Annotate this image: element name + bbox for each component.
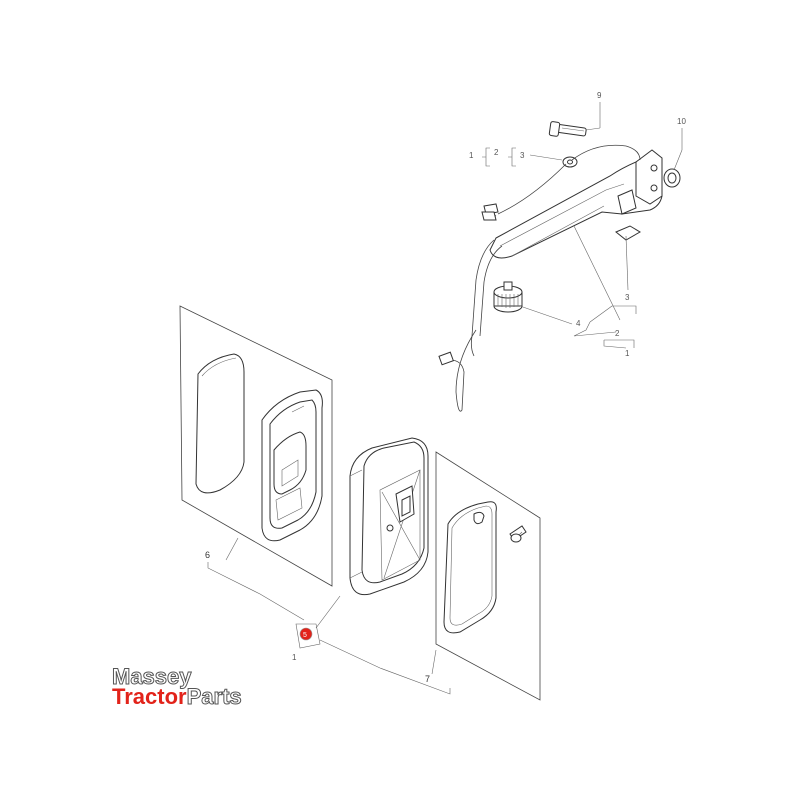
mirror-glass-panel — [179, 305, 333, 587]
logo-line-massey: Massey — [112, 664, 193, 689]
callout-right-4: 4 — [576, 319, 581, 328]
callout-top-2: 2 — [494, 148, 499, 157]
callout-top-3: 3 — [520, 151, 525, 160]
callout-6: 6 — [205, 550, 210, 560]
callout-right-1: 1 — [625, 349, 630, 358]
back-cover-part — [443, 501, 497, 634]
bolt-part — [548, 121, 587, 137]
callout-5-sub: 1 — [292, 653, 297, 662]
massey-tractor-parts-logo: Massey TractorParts — [112, 664, 243, 709]
logo-word-parts: Parts — [186, 684, 242, 709]
callout-group-bottom: 6 5 1 7 — [205, 537, 451, 695]
callout-5-highlight — [299, 627, 313, 641]
callout-group-right: 3 4 2 1 — [519, 225, 637, 358]
callout-top-1: 1 — [469, 151, 474, 160]
mirror-back-cover-panel — [435, 451, 541, 701]
mirror-housing-part — [349, 437, 429, 596]
callout-right-2: 2 — [615, 329, 620, 338]
callout-group-top: 9 10 1 2 3 — [469, 91, 686, 171]
logo-line-tractorparts: TractorParts — [112, 684, 242, 709]
mirror-glass-part — [195, 353, 245, 494]
callout-10: 10 — [677, 117, 686, 126]
logo-word-tractor: Tractor — [112, 684, 187, 709]
screw-part — [509, 525, 527, 543]
adjuster-knob-part — [493, 281, 523, 313]
callout-5: 5 — [303, 632, 307, 639]
nut-part — [663, 168, 681, 188]
callout-7: 7 — [425, 674, 430, 684]
mirror-arm-assembly — [438, 121, 681, 412]
callout-right-3: 3 — [625, 293, 630, 302]
callout-9: 9 — [597, 91, 602, 100]
